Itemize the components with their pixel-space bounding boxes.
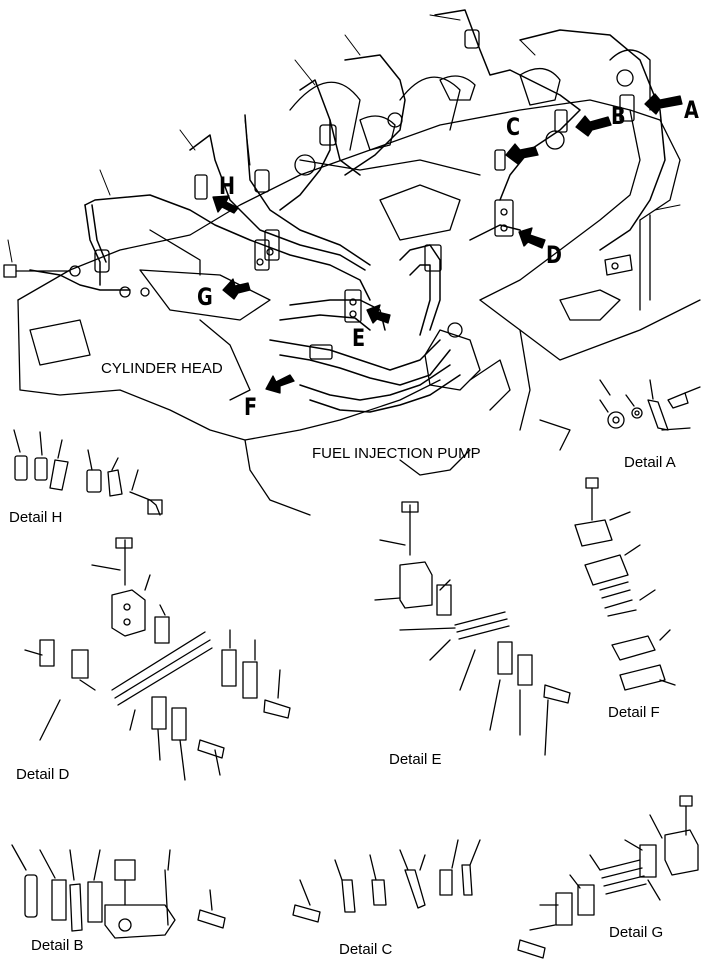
detail-a-label: Detail A	[624, 454, 676, 471]
arrow-c	[505, 143, 539, 165]
detail-d-label: Detail D	[16, 766, 70, 783]
detail-g-label: Detail G	[609, 924, 664, 941]
callout-h: H	[219, 172, 236, 200]
arrow-a	[644, 93, 683, 115]
detail-d-parts	[24, 537, 291, 781]
detail-h-label: Detail H	[9, 509, 63, 526]
callout-a: A	[684, 96, 699, 124]
detail-f-parts	[574, 477, 676, 691]
arrow-b	[575, 115, 612, 137]
arrow-h	[212, 195, 239, 214]
callout-f: F	[244, 393, 258, 421]
detail-h-parts	[13, 429, 163, 516]
detail-g-parts	[517, 795, 699, 959]
detail-a-parts	[599, 379, 701, 431]
leader-lines	[7, 14, 681, 263]
detail-e-label: Detail E	[389, 751, 442, 768]
arrow-e	[366, 304, 391, 324]
detail-e-parts	[374, 501, 571, 756]
arrow-g	[222, 278, 251, 300]
callout-e: E	[352, 324, 366, 352]
detail-c-parts	[292, 839, 481, 923]
line-clamps	[94, 29, 635, 391]
detail-c-label: Detail C	[339, 941, 393, 958]
callout-c: C	[506, 113, 521, 141]
callout-arrows	[212, 93, 683, 394]
left-bolt	[3, 264, 150, 298]
callout-d: D	[546, 241, 562, 269]
fuel-injection-lines	[29, 9, 666, 413]
detail-b-parts	[11, 844, 226, 939]
detail-b-label: Detail B	[31, 937, 84, 954]
callout-g: G	[197, 283, 213, 311]
arrow-d	[518, 227, 546, 249]
fuel-injection-pump-label: FUEL INJECTION PUMP	[312, 445, 481, 462]
detail-f-label: Detail F	[608, 704, 660, 721]
cylinder-head-label: CYLINDER HEAD	[101, 360, 223, 377]
arrow-f	[265, 374, 295, 394]
callout-b: B	[611, 102, 626, 130]
